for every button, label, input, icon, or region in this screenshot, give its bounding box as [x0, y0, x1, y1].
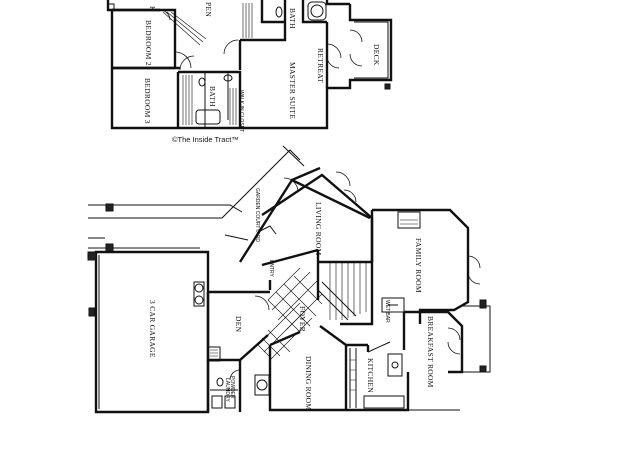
upper-floor-plan: BATH PEN K BEDROOM 2 BEDROOM 3 BATH WALK… — [106, 0, 393, 144]
label-walk-in-closet: WALK-IN CLOSET — [238, 90, 244, 132]
label-living-room: LIVING ROOM — [314, 202, 323, 256]
lower-floor-plan: GARDEN COURTYARD LIVING ROOM FAMILY ROOM… — [87, 145, 491, 414]
label-closet-mark: K — [148, 6, 157, 12]
label-family-room: FAMILY ROOM — [414, 238, 423, 293]
label-dining-room: DINING ROOM — [304, 356, 313, 410]
label-den: DEN — [234, 316, 243, 333]
label-bedroom-2: BEDROOM 2 — [144, 20, 153, 66]
label-bath-top: BATH — [288, 8, 297, 29]
label-breakfast-room: BREAKFAST ROOM — [426, 316, 435, 388]
label-powder: POWDER — [229, 376, 235, 399]
label-open-partial: PEN — [204, 2, 213, 17]
label-three-car-garage: 3 CAR GARAGE — [148, 300, 157, 358]
label-master-suite: MASTER SUITE — [288, 62, 297, 119]
label-wet-bar: WET BAR — [384, 300, 390, 323]
label-bath: BATH — [208, 86, 217, 107]
label-bedroom-3: BEDROOM 3 — [143, 78, 152, 124]
label-laundry: LAUNDRY — [224, 378, 230, 402]
copyright-text: ©The Inside Tract™ — [172, 135, 239, 144]
label-deck: DECK — [372, 44, 381, 66]
label-entry: ENTRY — [268, 260, 274, 278]
label-garden-courtyard: GARDEN COURTYARD — [254, 188, 260, 242]
label-kitchen: KITCHEN — [366, 358, 375, 393]
label-foyer: FOYER — [298, 306, 307, 332]
label-retreat: RETREAT — [316, 48, 325, 83]
